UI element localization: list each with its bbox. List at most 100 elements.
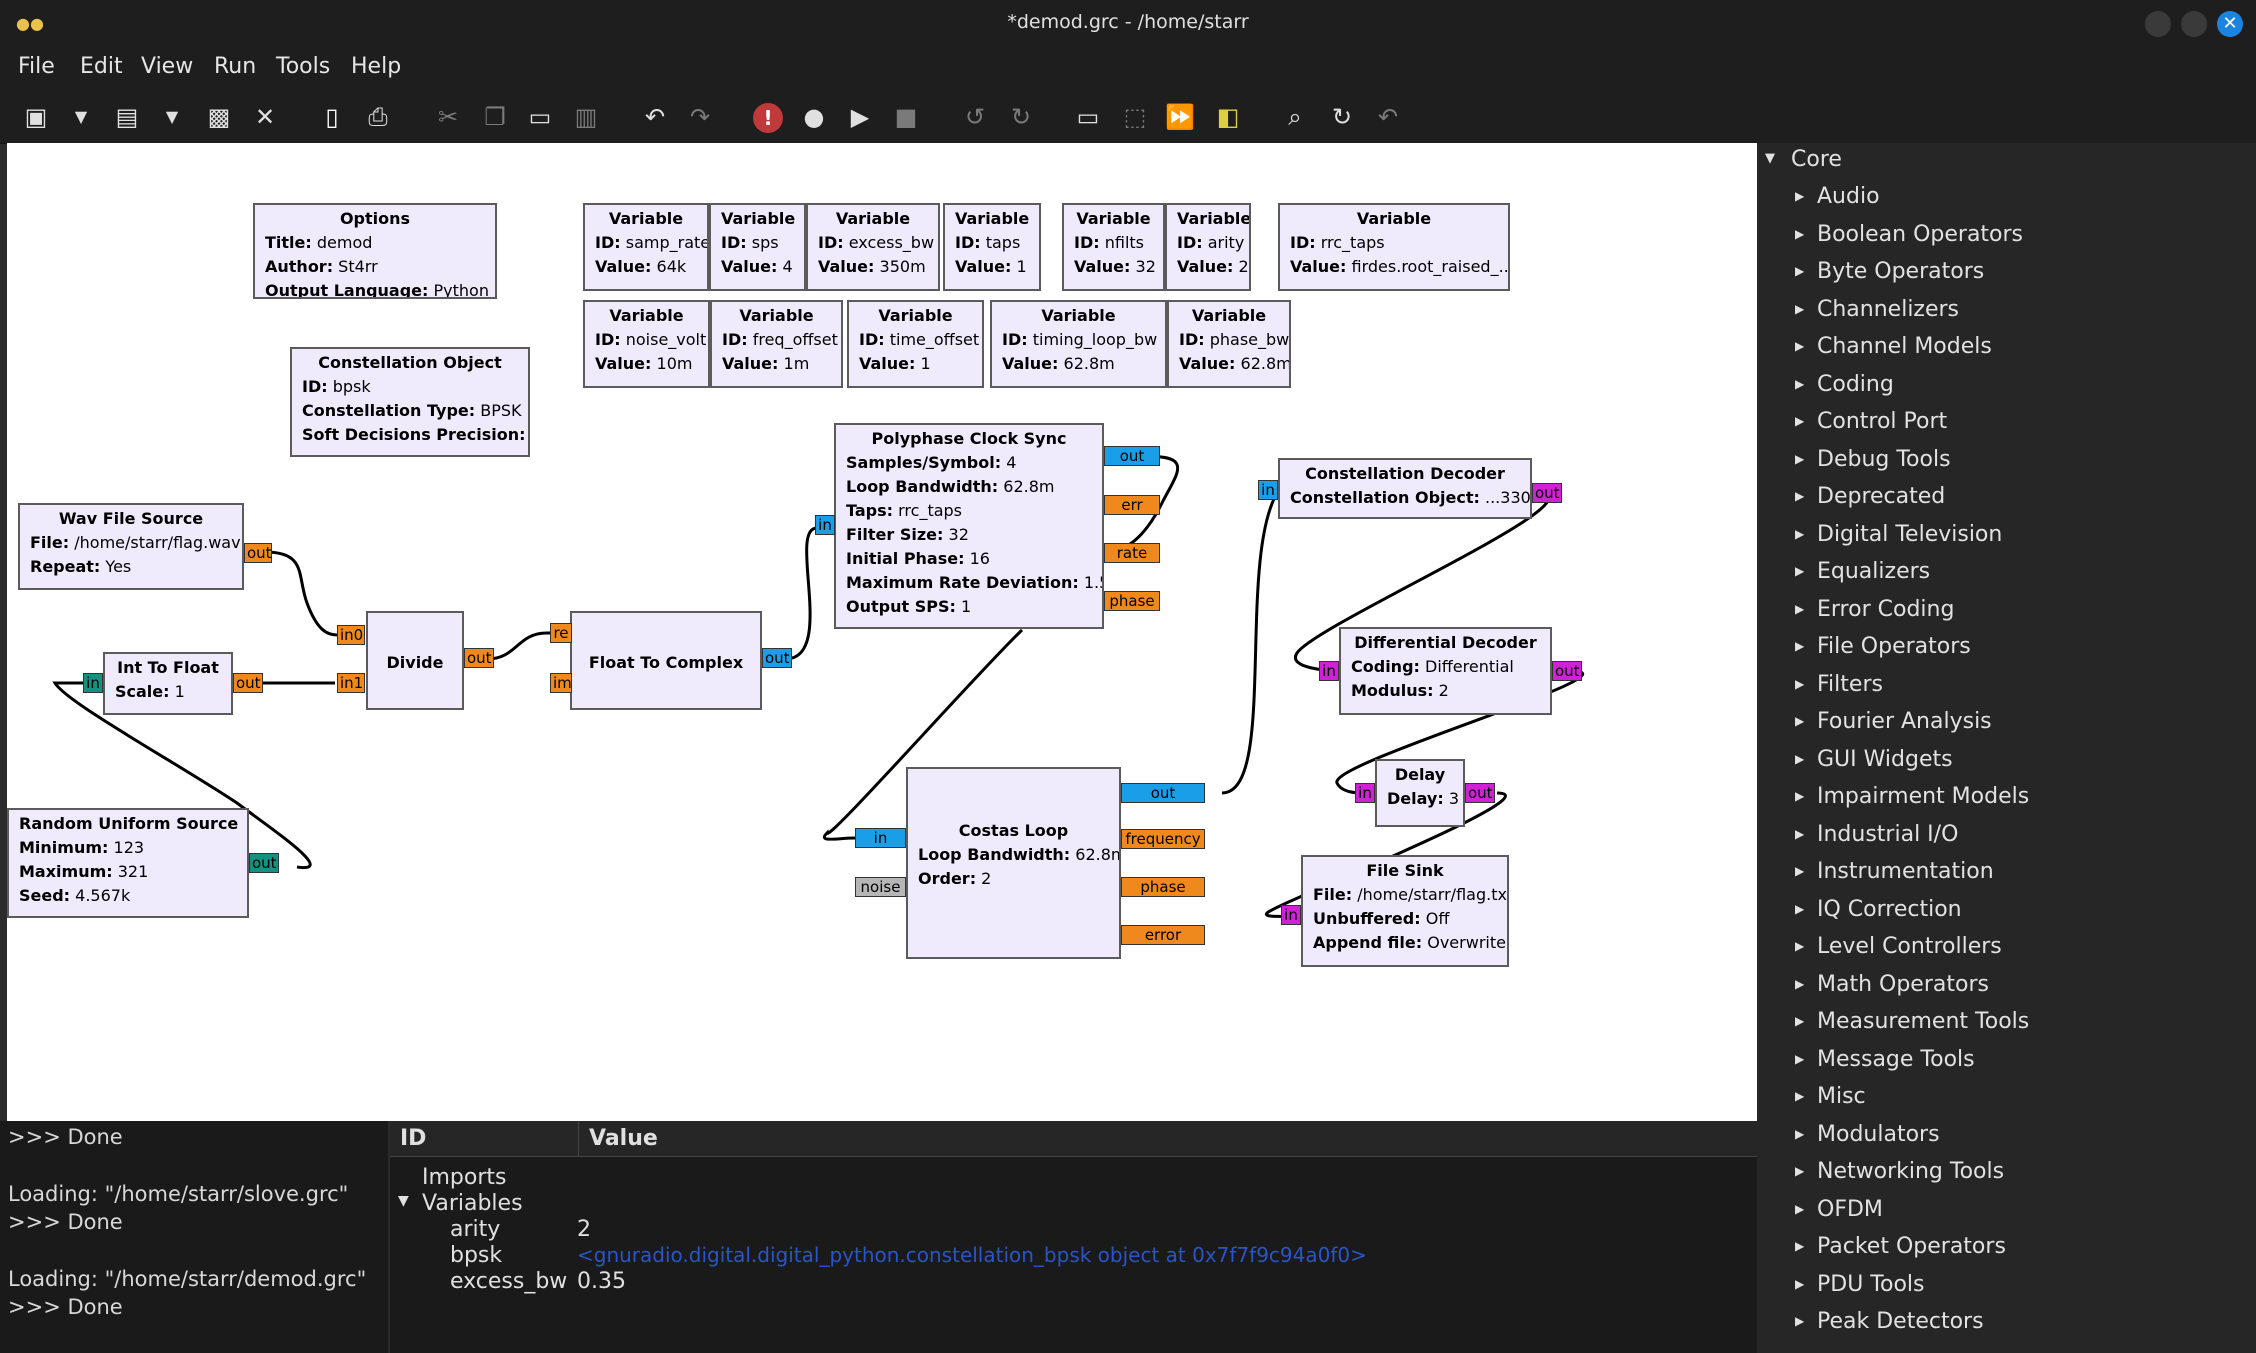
open-dropdown-icon[interactable]: ▼ [165, 107, 179, 126]
tree-item[interactable]: Impairment Models [1817, 784, 2030, 809]
tree-item[interactable]: Deprecated [1817, 484, 1946, 509]
port-in[interactable]: in [1281, 905, 1301, 925]
expand-arrow-icon[interactable]: ▶ [1795, 1051, 1805, 1066]
expand-arrow-icon[interactable]: ▶ [1795, 714, 1805, 728]
port-out[interactable]: out [1121, 783, 1205, 803]
port-out[interactable]: out [244, 543, 272, 563]
port-in[interactable]: in [1355, 783, 1375, 803]
tree-item[interactable]: Industrial I/O [1817, 821, 1959, 847]
var-name[interactable]: arity [450, 1217, 501, 1242]
expand-arrow-icon[interactable]: ▶ [1795, 264, 1805, 278]
tree-item[interactable]: Packet Operators [1817, 1234, 2006, 1259]
menu-edit[interactable]: Edit [80, 54, 123, 79]
undo-icon[interactable]: ↶ [644, 103, 666, 131]
close-doc-icon[interactable]: ✕ [254, 103, 276, 131]
menu-help[interactable]: Help [351, 54, 402, 79]
expand-arrow-icon[interactable]: ▶ [1795, 451, 1805, 466]
expand-arrow-icon[interactable]: ▶ [1795, 564, 1805, 578]
expand-arrow-icon[interactable]: ▶ [1795, 601, 1805, 616]
maximize-button[interactable] [2181, 11, 2207, 37]
port-re[interactable]: re [550, 623, 572, 643]
rotate-ccw-icon[interactable]: ↺ [964, 103, 986, 131]
print-icon[interactable]: ⎙ [368, 103, 388, 131]
forward-icon[interactable]: ⏩ [1165, 103, 1195, 131]
port-im[interactable]: im [550, 673, 572, 693]
tree-item[interactable]: Equalizers [1817, 559, 1931, 584]
tree-item[interactable]: Math Operators [1817, 971, 1989, 997]
tree-item[interactable]: Channel Models [1817, 334, 1992, 359]
tree-item[interactable]: Digital Television [1817, 521, 2003, 547]
expand-arrow-icon[interactable]: ▶ [1795, 376, 1805, 391]
port-phase[interactable]: phase [1121, 877, 1205, 897]
expand-arrow-icon[interactable]: ▶ [1795, 189, 1805, 203]
tree-item[interactable]: Filters [1817, 671, 1883, 697]
expand-arrow-icon[interactable]: ▶ [1795, 1201, 1805, 1216]
port-out[interactable]: out [762, 648, 792, 668]
tree-item[interactable]: File Operators [1817, 634, 1971, 659]
expand-arrow-icon[interactable]: ▶ [1795, 789, 1805, 803]
variables-row[interactable]: Variables [422, 1191, 523, 1216]
port-out[interactable]: out [1532, 483, 1562, 503]
tree-item[interactable]: IQ Correction [1817, 896, 1962, 922]
port-rate[interactable]: rate [1104, 543, 1160, 563]
port-out[interactable]: out [1465, 783, 1495, 803]
port-in1[interactable]: in1 [337, 673, 365, 693]
expand-arrow-icon[interactable]: ▶ [1795, 226, 1805, 241]
tree-root-core[interactable]: Core [1791, 147, 1842, 172]
tree-item[interactable]: Control Port [1817, 409, 1948, 434]
open-icon[interactable]: ▤ [115, 103, 139, 131]
port-out[interactable]: out [249, 853, 279, 873]
menu-run[interactable]: Run [214, 54, 257, 79]
generate-icon[interactable]: ● [803, 103, 825, 131]
tree-item[interactable]: Misc [1817, 1084, 1866, 1109]
expand-arrow-icon[interactable]: ▶ [1795, 1314, 1805, 1328]
port-in[interactable]: in [1319, 661, 1339, 681]
rotate-cw-icon[interactable]: ↻ [1010, 103, 1032, 131]
expand-arrow-icon[interactable]: ▶ [1795, 676, 1805, 691]
expand-arrow-icon[interactable]: ▶ [1795, 414, 1805, 428]
port-out[interactable]: out [464, 648, 494, 668]
expand-arrow-icon[interactable]: ▶ [1795, 489, 1805, 503]
pdf-icon[interactable]: ◧ [1216, 103, 1240, 131]
tree-item[interactable]: Audio [1817, 184, 1880, 209]
port-in[interactable]: in [855, 828, 906, 848]
port-in0[interactable]: in0 [337, 625, 365, 645]
port-err[interactable]: err [1104, 495, 1160, 515]
expand-arrow-icon[interactable]: ▶ [1795, 939, 1805, 953]
toggle-enabled-icon[interactable]: ▭ [1076, 103, 1100, 131]
col-id[interactable]: ID [400, 1126, 427, 1151]
expand-arrow-icon[interactable]: ▶ [1795, 976, 1805, 991]
port-out[interactable]: out [1104, 446, 1160, 466]
tree-item[interactable]: GUI Widgets [1817, 746, 1953, 772]
menu-tools[interactable]: Tools [276, 54, 331, 79]
expand-arrow-icon[interactable]: ▶ [1795, 301, 1805, 316]
tree-item[interactable]: Modulators [1817, 1121, 1940, 1147]
tree-item[interactable]: Boolean Operators [1817, 221, 2024, 247]
expand-arrow-icon[interactable]: ▶ [1795, 1014, 1805, 1028]
new-icon[interactable]: ▣ [24, 103, 48, 131]
copy-icon[interactable]: ❐ [484, 103, 506, 131]
block-f2c[interactable]: Float To Complex [570, 611, 762, 710]
port-noise[interactable]: noise [855, 877, 906, 897]
expand-arrow-icon[interactable]: ▶ [1795, 901, 1805, 916]
cut-icon[interactable]: ✂ [437, 103, 459, 131]
port-in[interactable]: in [83, 673, 103, 693]
kill-icon[interactable]: ■ [894, 103, 918, 131]
port-phase[interactable]: phase [1104, 591, 1160, 611]
tree-item[interactable]: Byte Operators [1817, 259, 1985, 284]
